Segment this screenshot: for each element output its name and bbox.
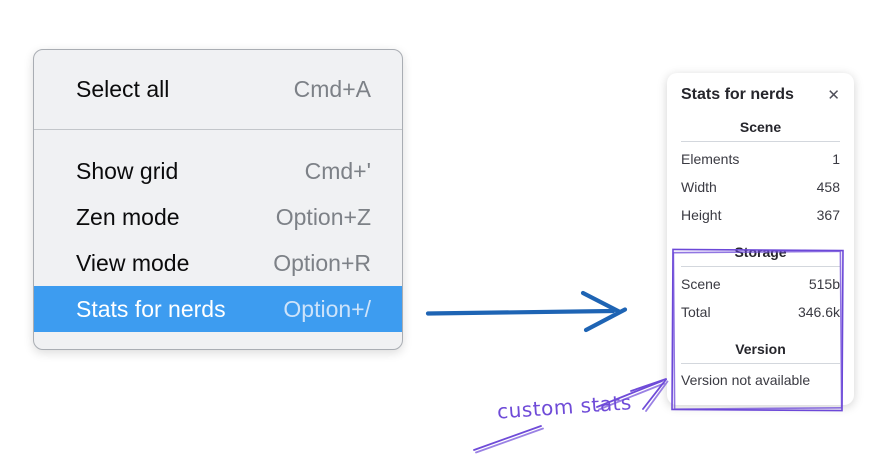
stat-value: 367	[816, 207, 840, 223]
annotation-text: custom stats	[496, 390, 633, 424]
menu-item-view-mode[interactable]: View mode Option+R	[34, 240, 402, 286]
section-heading-scene: Scene	[739, 119, 782, 135]
context-menu: Select all Cmd+A Show grid Cmd+' Zen mod…	[33, 49, 403, 350]
menu-item-shortcut: Cmd+'	[304, 157, 371, 184]
stat-label: Elements	[681, 151, 740, 167]
version-note: Version not available	[681, 372, 811, 388]
stat-row-width: Width 458	[681, 173, 840, 201]
stats-panel: Stats for nerds ✕ Scene Elements 1 Width…	[667, 73, 854, 405]
stat-label: Scene	[681, 276, 721, 292]
section-divider	[681, 141, 840, 142]
menu-item-shortcut: Cmd+A	[293, 76, 371, 102]
stat-value: 1	[832, 151, 840, 167]
stat-label: Width	[681, 179, 717, 195]
menu-divider	[34, 129, 402, 130]
menu-item-shortcut: Option+R	[273, 249, 371, 276]
stats-section-version: Version Version not available	[681, 339, 840, 393]
stat-row-total-storage: Total 346.6k	[681, 298, 840, 326]
menu-item-label: Select all	[76, 76, 170, 102]
menu-section-main: Show grid Cmd+' Zen mode Option+Z View m…	[34, 130, 402, 349]
stat-label: Total	[681, 304, 711, 320]
menu-item-label: Stats for nerds	[76, 295, 226, 322]
menu-section-top: Select all Cmd+A	[34, 50, 402, 129]
stat-value: 515b	[808, 276, 840, 292]
menu-item-select-all[interactable]: Select all Cmd+A	[34, 67, 402, 112]
stat-value: 346.6k	[797, 304, 840, 320]
menu-item-show-grid[interactable]: Show grid Cmd+'	[34, 148, 402, 194]
stats-close-button[interactable]: ✕	[827, 88, 840, 103]
menu-item-shortcut: Option+Z	[275, 203, 371, 230]
section-divider	[681, 363, 840, 364]
stat-value: 458	[816, 179, 840, 195]
stats-section-storage: Storage Scene 515b Total 346.6k	[681, 242, 840, 326]
stat-label: Height	[681, 207, 722, 223]
stat-row-scene-storage: Scene 515b	[681, 270, 840, 298]
annotation-arrow	[473, 378, 669, 454]
menu-item-shortcut: Option+/	[283, 295, 371, 322]
stat-row-height: Height 367	[681, 201, 840, 229]
menu-item-label: View mode	[76, 249, 190, 276]
menu-item-stats-for-nerds[interactable]: Stats for nerds Option+/	[34, 286, 402, 332]
close-icon: ✕	[827, 86, 840, 104]
stats-panel-title: Stats for nerds	[681, 86, 794, 103]
stats-section-scene: Scene Elements 1 Width 458 Height 367	[681, 117, 840, 229]
section-heading-storage: Storage	[734, 244, 787, 260]
stat-row-elements: Elements 1	[681, 145, 840, 173]
menu-item-zen-mode[interactable]: Zen mode Option+Z	[34, 194, 402, 240]
menu-item-label: Zen mode	[76, 203, 180, 230]
stats-panel-header: Stats for nerds ✕	[681, 86, 840, 104]
menu-item-label: Show grid	[76, 157, 179, 184]
section-divider	[681, 266, 840, 267]
flow-arrow	[425, 290, 628, 333]
section-heading-version: Version	[735, 341, 786, 357]
